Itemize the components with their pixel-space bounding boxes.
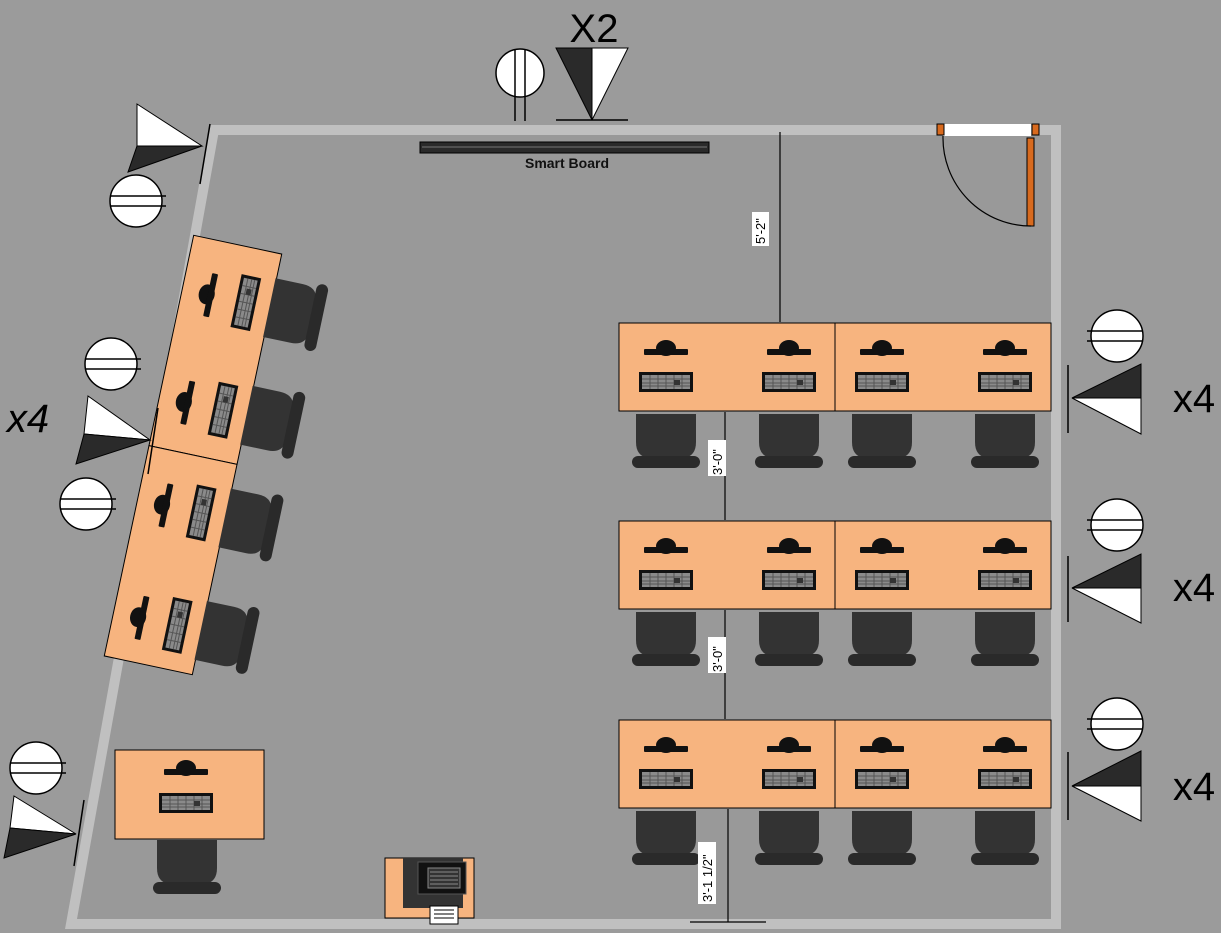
camera-right-row2-count: x4: [1173, 566, 1215, 610]
camera-icon: [1067, 363, 1142, 435]
speaker-icon: [1086, 498, 1144, 552]
speaker-icon: [9, 741, 67, 795]
desk-row-1: [618, 322, 1052, 468]
camera-right-row1-count: x4: [1173, 377, 1215, 421]
speaker-icon: [109, 174, 167, 228]
svg-text:5'-2": 5'-2": [753, 218, 768, 244]
left-desk-group: [103, 234, 330, 676]
svg-text:3'-0": 3'-0": [710, 449, 725, 475]
dimension-row1-to-row2: 3'-0": [708, 412, 726, 520]
camera-icon: [127, 103, 211, 185]
camera-left-count: x4: [5, 397, 49, 441]
camera-icon: [3, 795, 85, 867]
desk-row-3: [618, 719, 1052, 865]
dimension-row3-to-wall: 3'-1 1/2": [690, 809, 766, 923]
camera-icon: [555, 47, 629, 121]
camera-top-count: X2: [570, 7, 619, 51]
speaker-icon: [1086, 697, 1144, 751]
dimension-board-to-row1: 5'-2": [752, 132, 781, 322]
svg-text:3'-1 1/2": 3'-1 1/2": [700, 854, 715, 902]
speaker-icon: [1086, 309, 1144, 363]
speaker-icon: [59, 477, 117, 531]
camera-icon: [1067, 750, 1142, 822]
desk-row-2: [618, 520, 1052, 666]
camera-icon: [1067, 553, 1142, 624]
printer-icon: [384, 857, 475, 925]
camera-right-row3-count: x4: [1173, 765, 1215, 809]
dimension-row2-to-row3: 3'-0": [708, 610, 726, 719]
door-icon: [936, 123, 1040, 227]
smart-board-label: Smart Board: [525, 155, 609, 171]
speaker-icon: [84, 337, 142, 391]
camera-icon: [75, 395, 159, 475]
speaker-icon: [495, 48, 545, 122]
svg-text:3'-0": 3'-0": [710, 646, 725, 672]
teacher-desk: [114, 749, 265, 894]
